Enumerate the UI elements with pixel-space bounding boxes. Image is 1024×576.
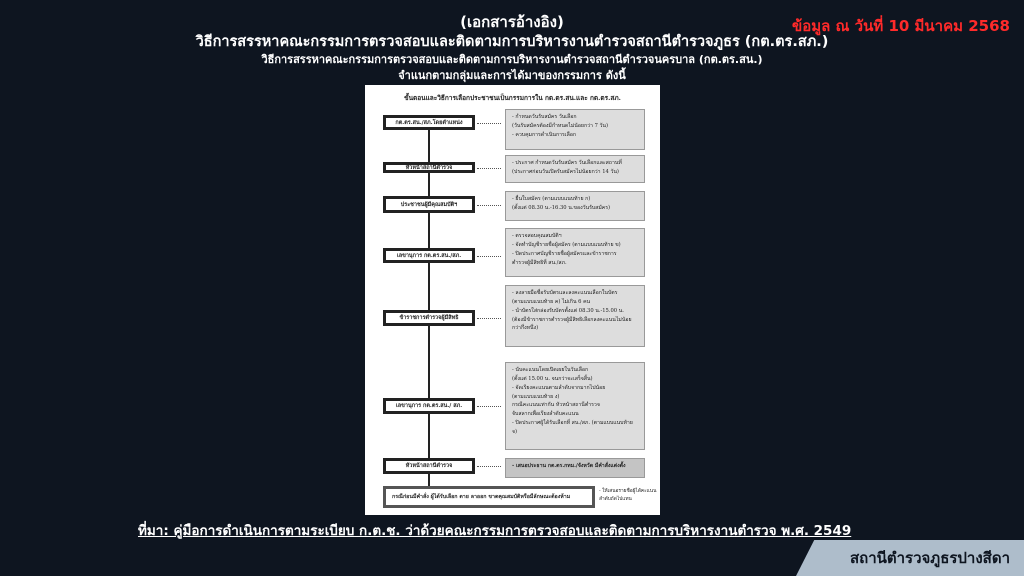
data-date: ข้อมูล ณ วันที่ 10 มีนาคม 2568 [791, 17, 1010, 35]
detail-line: กว่ากึ่งหนึ่ง) [512, 325, 539, 332]
dotted-arrow [477, 406, 501, 407]
dotted-arrow [477, 167, 501, 169]
station-name: สถานีตำรวจภูธรปางสีดา [849, 549, 1010, 567]
flow-step-box: ข้าราชการตำรวจผู้มีสิทธิ [383, 310, 475, 326]
flow-step-detail: - ลงลายมือชื่อรับบัตรและลงคะแนนเลือกในบั… [505, 285, 645, 347]
flowchart-document: ขั้นตอนและวิธีการเลือกประชาชนเป็นกรรมการ… [365, 85, 660, 515]
detail-line: (ตามแบบแนบท้าย ง) [512, 393, 560, 400]
flow-step-box: หัวหน้าสถานีตำรวจ [383, 162, 475, 173]
page-subtitle: วิธีการสรรหาคณะกรรมการตรวจสอบและติดตามกา… [261, 53, 763, 66]
flow-step-box: เลขานุการ กต.ตร.สน./ สภ. [383, 398, 475, 414]
detail-line: (ตั้งแต่ 15.00 น. จนกว่าจะเสร็จสิ้น) [512, 375, 593, 382]
page-subtitle-2: จำแนกตามกลุ่มและการได้มาของกรรมการ ดังนี… [398, 69, 626, 82]
flow-connector [428, 129, 430, 486]
flowchart-final-note: - ให้เสนอรายชื่อผู้ได้คะแนนลำดับถัดไปแทน [599, 489, 657, 502]
dotted-arrow [477, 318, 501, 319]
flow-step-box: เลขานุการ กต.ตร.สน./สภ. [383, 248, 475, 263]
detail-line: (วันรับสมัครต้องมีกำหนดไม่น้อยกว่า 7 วัน… [512, 122, 609, 129]
dotted-arrow [477, 255, 501, 257]
flowchart-heading: ขั้นตอนและวิธีการเลือกประชาชนเป็นกรรมการ… [404, 94, 621, 102]
detail-line: (ประกาศก่อนวันเปิดรับสมัครไม่น้อยกว่า 14… [512, 168, 619, 175]
detail-line: - เสนอประธาน กต.ตร.กทม./จังหวัด มีคำสั่ง… [512, 463, 626, 469]
detail-line: - ควบคุมการดำเนินการเลือก [512, 131, 577, 138]
detail-line: ตำรวจผู้มีสิทธิที่ สน./สภ. [512, 259, 567, 266]
detail-line: - นำบัตรใส่กล่องรับบัตรตั้งแต่ 08.30 น.-… [512, 307, 624, 314]
detail-line: - กำหนดวันรับสมัคร วันเลือก [512, 114, 577, 120]
station-badge: สถานีตำรวจภูธรปางสีดา [796, 540, 1024, 576]
flow-step-detail: - นับคะแนนโดยเปิดเผยในวันเลือก (ตั้งแต่ 1… [505, 362, 645, 450]
page-title: วิธีการสรรหาคณะกรรมการตรวจสอบและติดตามกา… [195, 34, 829, 50]
detail-line: จับสลากเพื่อเรียงลำดับคะแนน [512, 411, 579, 418]
detail-line: - ปิดประกาศผู้ได้รับเลือกที่ สน./สภ. (ตา… [512, 420, 633, 435]
flow-step-detail: - ประกาศ กำหนดวันรับสมัคร วันเลือกและสถา… [505, 155, 645, 183]
flow-step-detail: - ตรวจสอบคุณสมบัติฯ - จัดทำบัญชีรายชื่อผู… [505, 228, 645, 277]
detail-line: - ลงลายมือชื่อรับบัตรและลงคะแนนเลือกในบั… [512, 290, 618, 296]
detail-line: - จัดเรียงคะแนนตามลำดับจากมากไปน้อย [512, 384, 606, 391]
flow-step-detail: - เสนอประธาน กต.ตร.กทม./จังหวัด มีคำสั่ง… [505, 458, 645, 478]
detail-line: - ยื่นใบสมัคร (ตามแบบแนบท้าย ก) [512, 196, 591, 202]
source-citation: ที่มา: คู่มือการดำเนินการตามระเบียบ ก.ต.… [138, 523, 852, 539]
detail-line: กรณีคะแนนเท่ากัน หัวหน้าสถานีตำรวจ [512, 402, 600, 409]
reference-label: (เอกสารอ้างอิง) [460, 13, 564, 31]
flow-step-box: กต.ตร.สน./สภ.โดยตำแหน่ง [383, 115, 475, 130]
detail-line: - ปิดประกาศบัญชีรายชื่อผู้สมัครและข้าราช… [512, 250, 617, 257]
dotted-arrow [477, 122, 501, 124]
flow-step-box: หัวหน้าสถานีตำรวจ [383, 458, 475, 474]
dotted-arrow [477, 466, 501, 467]
detail-line: - ประกาศ กำหนดวันรับสมัคร วันเลือกและสถา… [512, 160, 622, 166]
detail-line: (ต้องมีข้าราชการตำรวจผู้มีสิทธิเลือกลงคะ… [512, 316, 632, 323]
detail-line: (ตามแบบแนบท้าย ค) ไม่เกิน 6 คน [512, 298, 591, 305]
flow-step-detail: - กำหนดวันรับสมัคร วันเลือก (วันรับสมัครต… [505, 109, 645, 150]
detail-line: (ตั้งแต่ 08.30 น.-16.30 น.ของวันรับสมัคร… [512, 204, 611, 211]
flow-step-box: ประชาชนผู้มีคุณสมบัติฯ [383, 196, 475, 213]
dotted-arrow [477, 204, 501, 206]
detail-line: - ตรวจสอบคุณสมบัติฯ [512, 233, 562, 239]
detail-line: - จัดทำบัญชีรายชื่อผู้สมัคร (ตามแบบแนบท้… [512, 241, 621, 248]
flowchart-final-box: กรณีก่อนมีคำสั่ง ผู้ได้รับเลือก ตาย ลาออ… [383, 486, 595, 508]
flow-step-detail: - ยื่นใบสมัคร (ตามแบบแนบท้าย ก) (ตั้งแต่ … [505, 191, 645, 221]
detail-line: - นับคะแนนโดยเปิดเผยในวันเลือก [512, 367, 589, 373]
